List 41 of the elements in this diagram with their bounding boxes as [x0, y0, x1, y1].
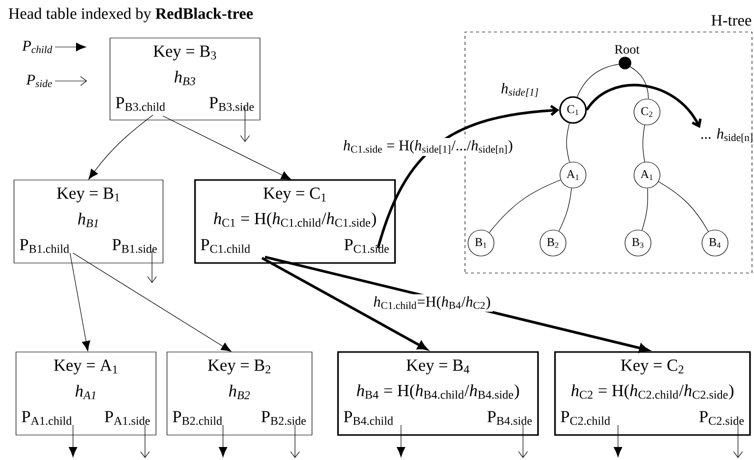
- arrow: [518, 424, 528, 458]
- tree-branch: [566, 123, 570, 162]
- tree-branch: [642, 188, 648, 231]
- table-entry-box: Key = B$_{3}$ h$_{B3}$ P$_{B3.child}$ P$_{B3.side}$: [110, 38, 260, 120]
- tree-branch: [630, 66, 649, 100]
- legend-entry: P$_{child}$: [22, 40, 86, 54]
- tree-branch: [642, 124, 645, 162]
- arrow: [396, 424, 406, 458]
- tree-branch: [658, 181, 709, 232]
- tree-branch: [576, 64, 620, 98]
- arrow: [140, 424, 150, 458]
- arrow: [733, 424, 743, 458]
- arrow: [68, 424, 78, 458]
- table-entry-box: Key = A$_{1}$ h$_{A1}$ P$_{A1.child}$ P$_{A1.side}$: [16, 352, 156, 436]
- arrow: [218, 424, 228, 458]
- edge-label: h$_{C1.child}$=H(h$_{B4}$/h$_{C2}$): [371, 294, 493, 312]
- table-entry-box: Key = B$_{2}$ h$_{B2}$ P$_{B2.child}$ P$_{B2.side}$: [166, 352, 312, 436]
- arrow: [376, 104, 560, 248]
- table-entry-box: Key = C$_{1}$ h$_{C1}$ = H(h$_{C1.child}$/h$_{C1.side}$) P$_{C1.child}$ P$_{C1.side}$: [194, 179, 396, 264]
- arrow: [614, 424, 622, 458]
- tree-branch: [489, 180, 561, 233]
- table-entry-box: Key = B$_{4}$ h$_{B4}$ = H(h$_{B4.child}$/h$_{B4.side}$) P$_{B4.child}$ P$_{B4.side}$: [337, 351, 539, 436]
- node-label: Root: [614, 45, 640, 54]
- arrow: [72, 252, 232, 352]
- arrow: [70, 252, 90, 352]
- arrow: [240, 106, 250, 142]
- tree-branch: [558, 188, 572, 232]
- arrow: [162, 116, 292, 180]
- node-label: H-tree: [711, 15, 752, 26]
- arrow: [261, 256, 428, 350]
- arrow: [586, 84, 702, 128]
- arrow: [147, 250, 157, 283]
- arrow: [290, 424, 300, 458]
- title: Head table indexed by RedBlack-tree: [8, 8, 253, 22]
- edge-label: h$_{C1.side}$ = H(h$_{side[1]}$/.../h$_{side[n]}$): [341, 138, 515, 156]
- table-entry-box: Key = C$_{2}$ h$_{C2}$ = H(h$_{C2.child}$/h$_{C2.side}$) P$_{C2.child}$ P$_{C2.side}$: [554, 351, 751, 436]
- hash-label: h$_{side[1]}$: [501, 82, 538, 98]
- table-entry-box: Key = B$_{1}$ h$_{B1}$ P$_{B1.child}$ P$_{B1.side}$: [14, 180, 164, 264]
- hash-label: ... h$_{side[n]}$: [701, 128, 752, 142]
- arrow: [88, 114, 154, 180]
- legend-entry: P$_{side}$: [26, 74, 88, 88]
